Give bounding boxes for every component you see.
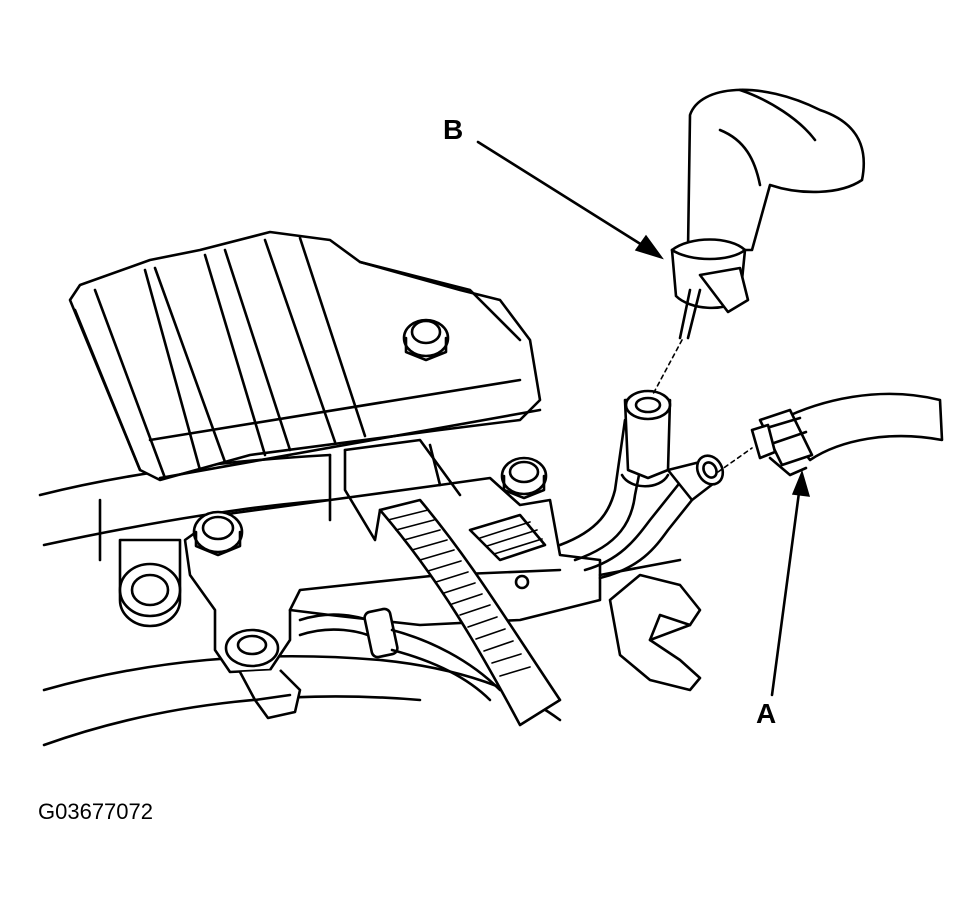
right-bolt: [500, 456, 548, 500]
body-port: [118, 538, 182, 628]
hose-b: [670, 88, 865, 340]
ribbed-cover: [68, 230, 542, 482]
alignment-line-a: [717, 447, 753, 473]
right-clip: [598, 558, 702, 692]
leader-arrow-a: [770, 469, 811, 697]
pipe-nipple-a: [583, 454, 725, 580]
lower-pipe: [298, 607, 502, 702]
alignment-line-b: [651, 339, 683, 397]
cover-bolt: [402, 318, 450, 362]
hose-a: [750, 392, 944, 477]
callout-label-a: A: [756, 698, 777, 729]
mounting-bracket: [183, 443, 602, 674]
corrugated-conduit: [343, 438, 562, 727]
left-bolt: [192, 510, 244, 557]
left-clip: [224, 628, 302, 720]
callout-label-b: B: [443, 114, 464, 145]
pipe-nipple-b: [558, 389, 672, 562]
figure-id: G03677072: [38, 799, 153, 824]
leader-arrow-b: [476, 140, 664, 260]
